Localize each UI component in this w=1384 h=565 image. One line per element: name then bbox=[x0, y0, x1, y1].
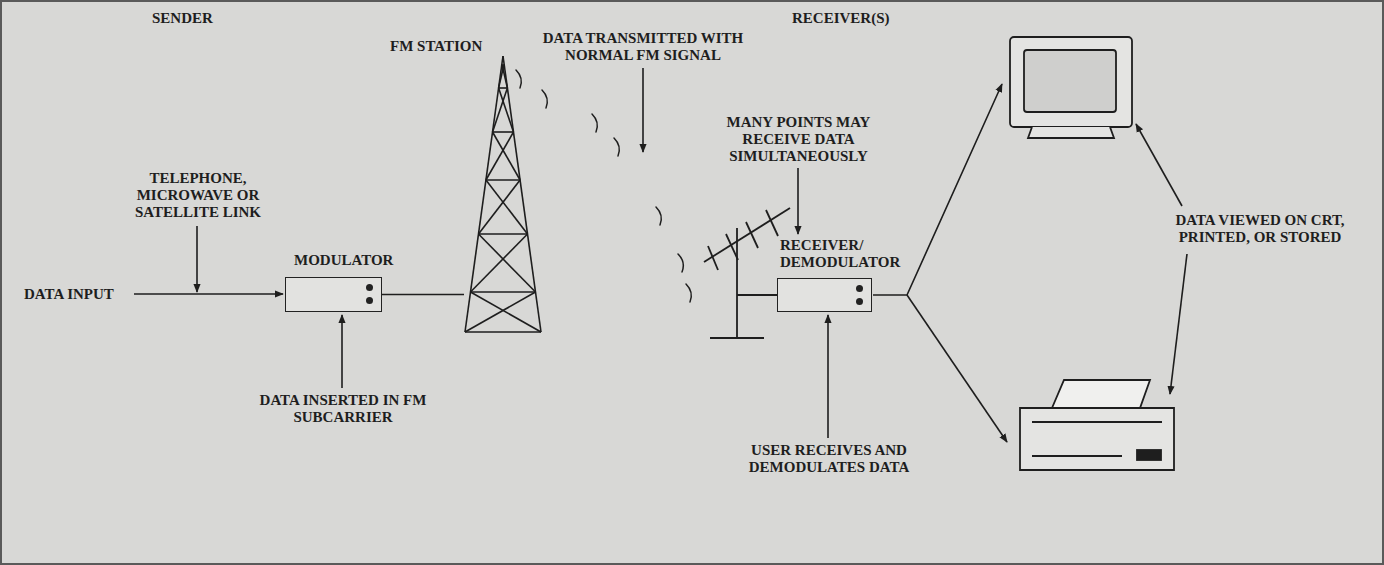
printer-output-arrow bbox=[907, 295, 1007, 442]
node-label: FM STATION bbox=[390, 38, 482, 55]
crt-monitor bbox=[1010, 37, 1132, 138]
points-arrow bbox=[797, 168, 799, 234]
feed-line bbox=[382, 294, 464, 296]
indicator-dot bbox=[856, 298, 863, 305]
callout-note: MANY POINTS MAY RECEIVE DATA SIMULTANEOU… bbox=[716, 114, 881, 165]
indicator-dot bbox=[366, 297, 373, 304]
lattice-tower bbox=[464, 52, 542, 334]
receiver-box: RECEIVER/ DEMODULATOR bbox=[777, 278, 872, 312]
indicator-dot bbox=[856, 285, 863, 292]
radio-waves bbox=[516, 70, 691, 302]
user-arrow bbox=[827, 315, 829, 438]
crt-callout-arrow bbox=[1136, 124, 1182, 206]
callout-note: TELEPHONE, MICROWAVE OR SATELLITE LINK bbox=[122, 170, 274, 221]
yagi-antenna bbox=[704, 208, 790, 338]
link-arrow bbox=[196, 226, 198, 292]
input-label: DATA INPUT bbox=[24, 286, 114, 303]
section-heading: SENDER bbox=[152, 10, 213, 27]
indicator-dot bbox=[366, 284, 373, 291]
callout-note: USER RECEIVES AND DEMODULATES DATA bbox=[738, 442, 920, 476]
callout-note: DATA INSERTED IN FM SUBCARRIER bbox=[255, 392, 431, 426]
section-heading: RECEIVER(S) bbox=[792, 10, 890, 27]
crt-output-arrow bbox=[873, 84, 1002, 295]
subcarrier-arrow bbox=[341, 315, 343, 388]
input-arrow bbox=[134, 293, 283, 295]
fm-tower: FM STATION bbox=[464, 52, 542, 334]
callout-note: DATA TRANSMITTED WITH NORMAL FM SIGNAL bbox=[538, 30, 748, 64]
modulator-box: MODULATOR bbox=[285, 277, 382, 312]
printer bbox=[1020, 380, 1174, 470]
callout-note: DATA VIEWED ON CRT, PRINTED, OR STORED bbox=[1152, 212, 1368, 246]
node-label: RECEIVER/ DEMODULATOR bbox=[780, 237, 880, 271]
printer-callout-arrow bbox=[1170, 254, 1187, 394]
node-label: MODULATOR bbox=[294, 252, 393, 269]
signal-arrow bbox=[642, 68, 644, 152]
